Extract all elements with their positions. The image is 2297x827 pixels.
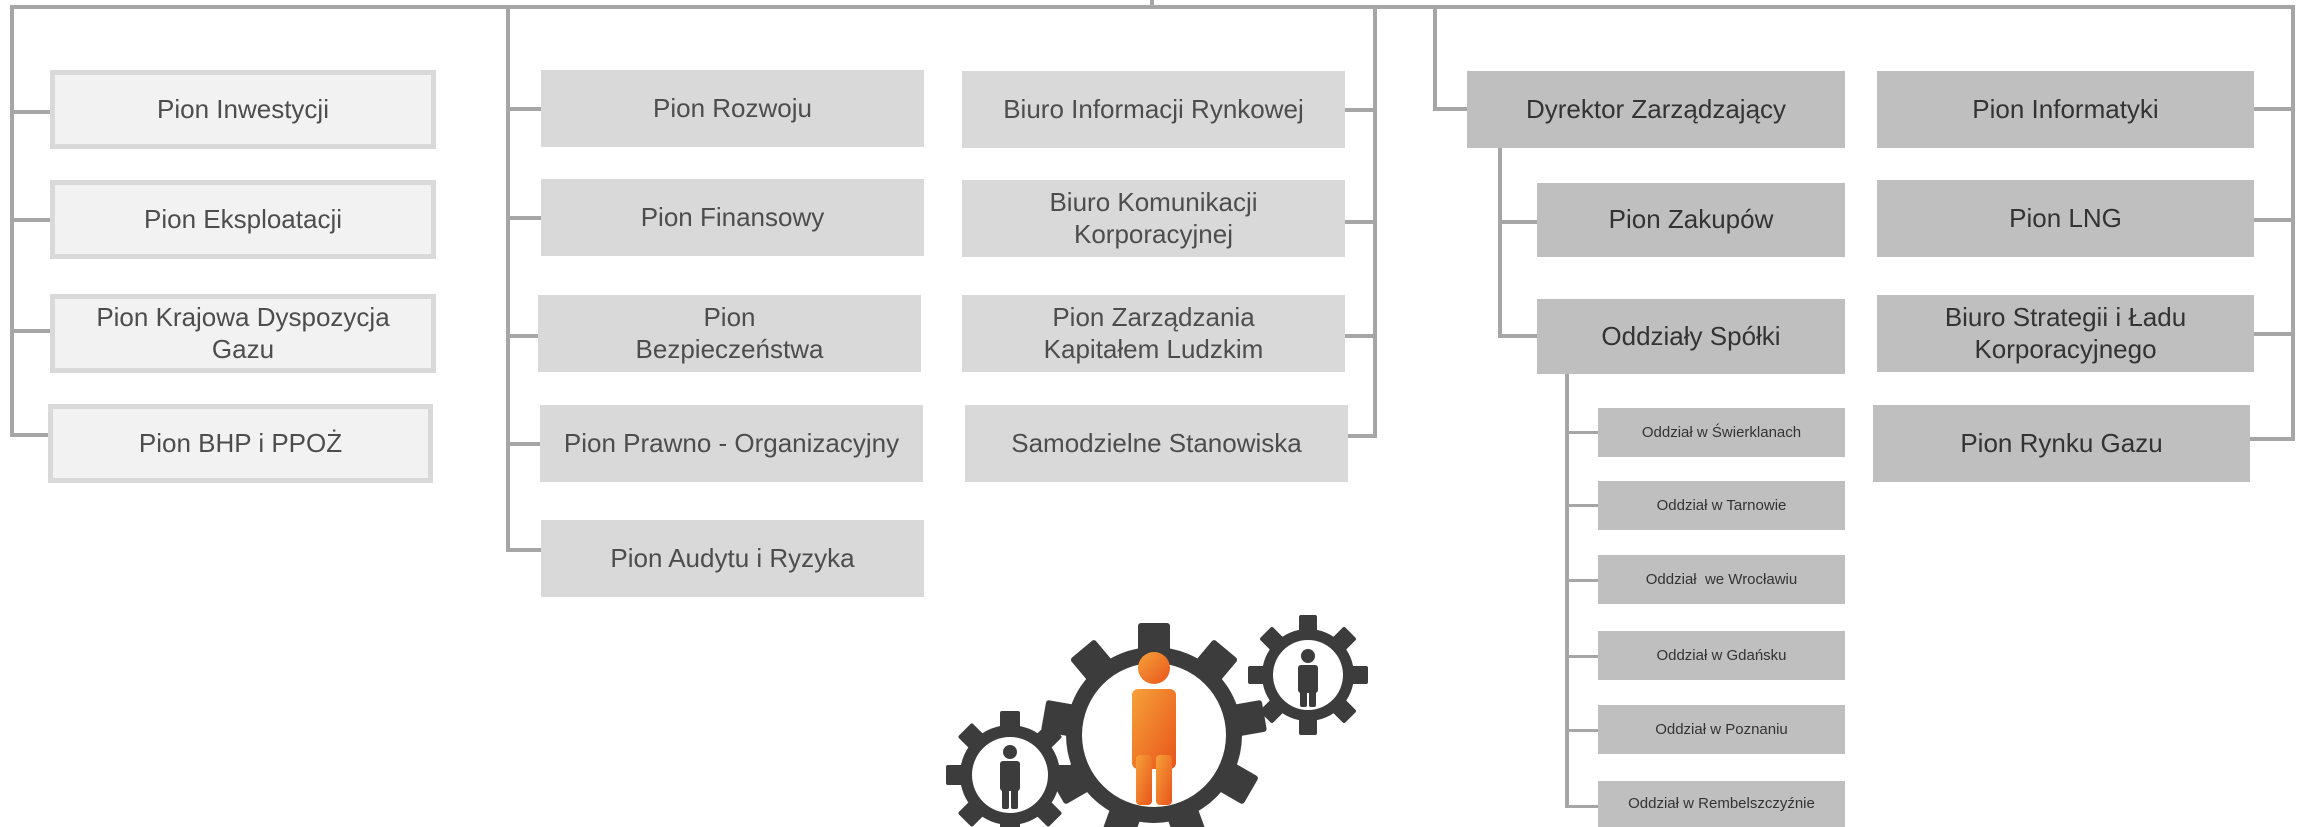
- org-box-pion-lng: Pion LNG: [1877, 180, 2254, 257]
- gears-with-people-icon: [946, 615, 1368, 827]
- top-stem: [1150, 0, 1154, 8]
- org-box-dyrektor-zarzadzajacy: Dyrektor Zarządzający: [1467, 71, 1845, 148]
- small-gear-left-icon: [946, 711, 1074, 827]
- org-box-biuro-informacji-rynkowej: Biuro Informacji Rynkowej: [962, 71, 1345, 148]
- org-box-oddzial-gdansk: Oddział w Gdańsku: [1598, 631, 1845, 680]
- org-box-pion-krajowa-dyspozycja-gazu: Pion Krajowa Dyspozycja Gazu: [50, 294, 436, 373]
- org-box-pion-prawno-organizacyjny: Pion Prawno - Organizacyjny: [540, 405, 923, 482]
- org-box-pion-inwestycji: Pion Inwestycji: [50, 70, 436, 149]
- org-box-oddzial-poznan: Oddział w Poznaniu: [1598, 705, 1845, 754]
- org-box-pion-zarzadzania-kapitalem-ludzkim: Pion Zarządzania Kapitałem Ludzkim: [962, 295, 1345, 372]
- org-box-pion-zakupow: Pion Zakupów: [1537, 183, 1845, 257]
- org-box-pion-bezpieczenstwa: Pion Bezpieczeństwa: [538, 295, 921, 372]
- org-box-pion-audytu-ryzyka: Pion Audytu i Ryzyka: [541, 520, 924, 597]
- org-box-pion-eksploatacji: Pion Eksploatacji: [50, 180, 436, 259]
- col4-drop: [1433, 5, 1437, 111]
- oddzialy-spine: [1565, 374, 1569, 808]
- col4-sub-spine: [1498, 148, 1502, 338]
- org-box-pion-rozwoju: Pion Rozwoju: [541, 70, 924, 147]
- org-box-oddzial-swierklany: Oddział w Świerklanach: [1598, 408, 1845, 457]
- org-box-oddzial-tarnow: Oddział w Tarnowie: [1598, 481, 1845, 530]
- org-box-oddzialy-spolki: Oddziały Spółki: [1537, 299, 1845, 374]
- org-box-pion-informatyki: Pion Informatyki: [1877, 71, 2254, 148]
- org-box-oddzial-rembelszczyzna: Oddział w Rembelszczyźnie: [1598, 781, 1845, 827]
- org-box-samodzielne-stanowiska: Samodzielne Stanowiska: [965, 405, 1348, 482]
- org-box-pion-bhp-ppoz: Pion BHP i PPOŻ: [48, 404, 433, 483]
- org-box-pion-rynku-gazu: Pion Rynku Gazu: [1873, 405, 2250, 482]
- small-gear-right-icon: [1248, 615, 1368, 735]
- org-box-biuro-komunikacji-korporacyjnej: Biuro Komunikacji Korporacyjnej: [962, 180, 1345, 257]
- org-box-oddzial-wroclaw: Oddział we Wrocławiu: [1598, 555, 1845, 604]
- person-icon-orange: [1132, 652, 1176, 805]
- org-box-pion-finansowy: Pion Finansowy: [541, 179, 924, 256]
- col5-spine: [2291, 5, 2295, 441]
- org-box-biuro-strategii-ladu-korporacyjnego: Biuro Strategii i Ładu Korporacyjnego: [1877, 295, 2254, 372]
- col2-spine: [506, 5, 510, 552]
